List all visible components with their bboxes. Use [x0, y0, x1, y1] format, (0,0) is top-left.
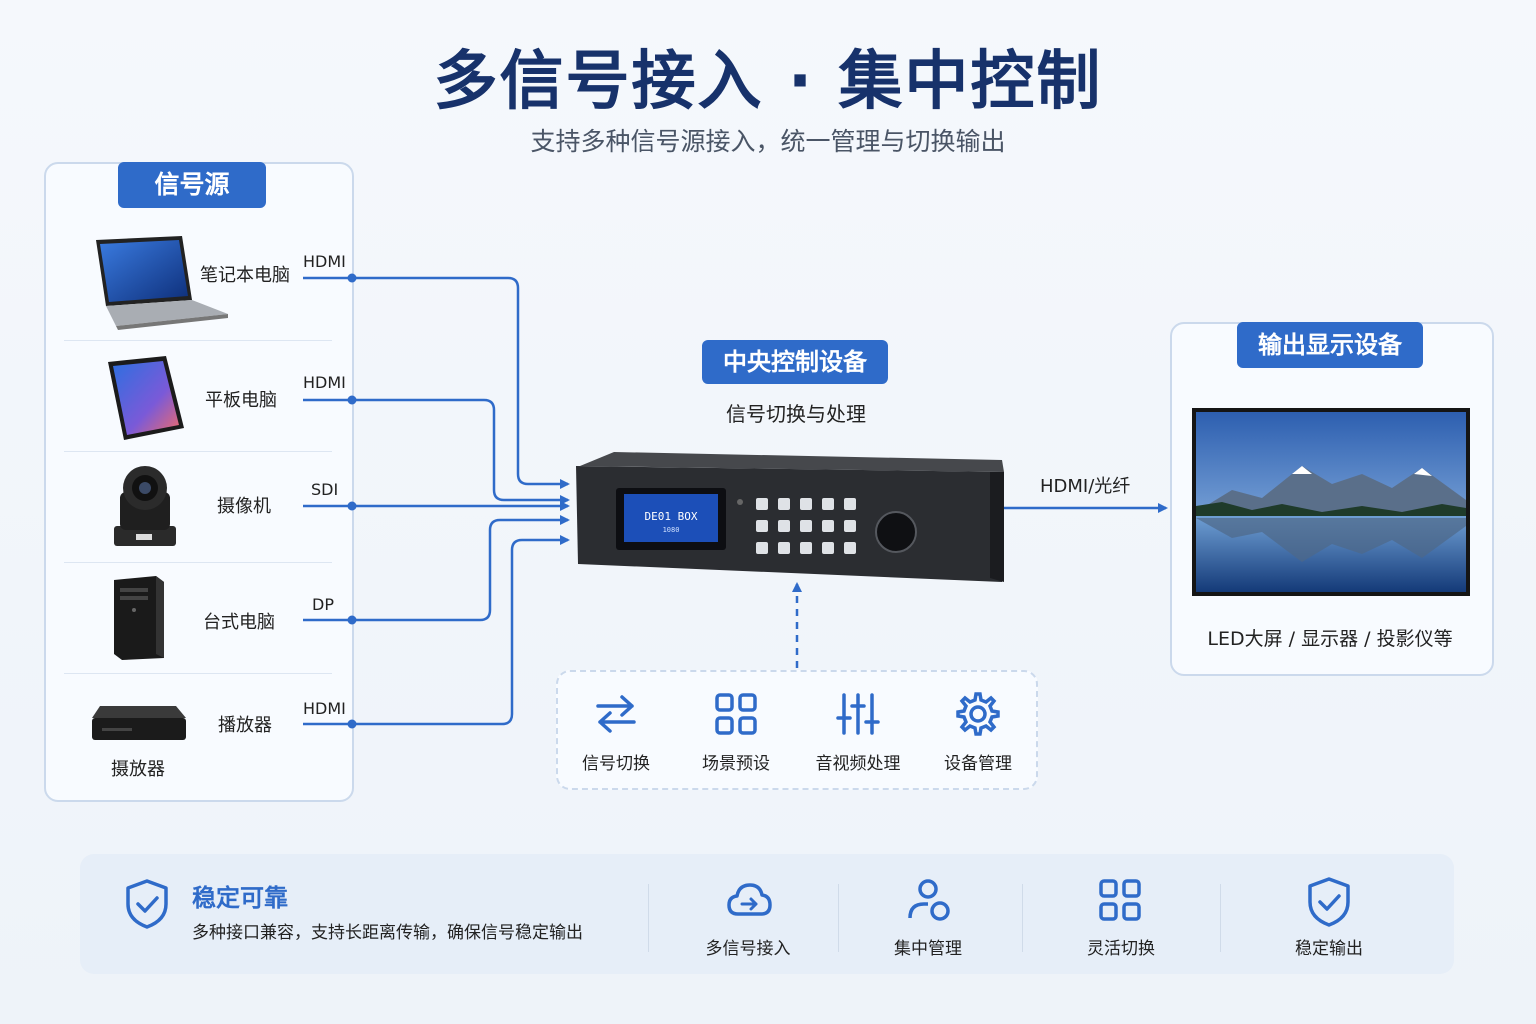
- device-screen-line1: DE01 BOX: [645, 510, 698, 523]
- shield-check-icon: [1308, 877, 1350, 927]
- feature-label-av: 音视频处理: [815, 754, 901, 774]
- feature-panel: [556, 670, 1038, 790]
- link-laptop: [303, 276, 570, 489]
- link-tablet: [303, 398, 570, 505]
- port-dot: [347, 615, 357, 625]
- cloud-signal-icon: [727, 883, 772, 916]
- device-keypad: [756, 498, 856, 554]
- bottom-main-title: 稳定可靠: [192, 884, 288, 912]
- center-subtitle: 信号切换与处理: [726, 402, 866, 426]
- bottom-main-desc: 多种接口兼容，支持长距离传输，确保信号稳定输出: [192, 923, 583, 943]
- output-caption: LED大屏 / 显示器 / 投影仪等: [1207, 628, 1453, 650]
- feature-label-scene: 场景预设: [702, 754, 770, 774]
- feature-label-switch: 信号切换: [582, 754, 650, 774]
- divider: [648, 884, 649, 952]
- feature-label-device: 设备管理: [944, 754, 1012, 774]
- link-desktop: [303, 515, 570, 622]
- camera-icon: [114, 466, 176, 546]
- bottom-label-multi-signal: 多信号接入: [705, 939, 791, 959]
- divider: [838, 884, 839, 952]
- source-name-laptop: 笔记本电脑: [200, 265, 290, 286]
- divider: [64, 562, 332, 563]
- divider: [1220, 884, 1221, 952]
- source-name-camera: 摄像机: [217, 496, 271, 517]
- page-title: 多信号接入 · 集中控制: [433, 45, 1103, 119]
- port-dot: [347, 273, 357, 283]
- bottom-label-stable-output: 稳定输出: [1295, 939, 1363, 959]
- grid-icon: [715, 693, 757, 735]
- divider: [64, 451, 332, 452]
- sources-panel: [44, 162, 354, 802]
- bottom-label-central-mgmt: 集中管理: [894, 939, 962, 959]
- switch-arrows-icon: [596, 695, 636, 733]
- display-screen: [1192, 408, 1470, 596]
- users-icon: [908, 879, 950, 921]
- divider: [64, 340, 332, 341]
- source-name-player: 播放器: [218, 715, 272, 736]
- output-tab: 输出显示设备: [1237, 322, 1423, 368]
- source-name-desktop: 台式电脑: [203, 612, 275, 633]
- port-label-desktop: DP: [312, 595, 334, 614]
- media-player-icon: [92, 706, 186, 740]
- device-knob: [875, 511, 917, 553]
- laptop-icon: [96, 236, 228, 330]
- port-label-camera: SDI: [311, 480, 339, 499]
- port-label-tablet: HDMI: [303, 373, 346, 392]
- source-name-tablet: 平板电脑: [205, 390, 277, 411]
- center-tab: 中央控制设备: [702, 340, 888, 384]
- port-dot: [347, 719, 357, 729]
- divider: [64, 673, 332, 674]
- sources-tab: 信号源: [118, 162, 266, 208]
- port-label-laptop: HDMI: [303, 252, 346, 271]
- tablet-icon: [108, 356, 184, 440]
- device-screen-line2: 1080: [663, 526, 680, 534]
- sliders-icon: [836, 693, 880, 735]
- output-link-label: HDMI/光纤: [1040, 476, 1131, 497]
- shield-check-icon: [126, 879, 168, 929]
- port-dot: [347, 501, 357, 511]
- port-dot: [347, 395, 357, 405]
- source-caption-player: 摄放器: [111, 759, 165, 780]
- central-control-device: DE01 BOX 1080: [576, 452, 1004, 582]
- gear-icon: [956, 692, 1000, 736]
- divider: [1022, 884, 1023, 952]
- page-subtitle: 支持多种信号源接入，统一管理与切换输出: [530, 127, 1006, 156]
- desktop-tower-icon: [114, 576, 164, 660]
- bottom-label-flexible-switch: 灵活切换: [1087, 939, 1155, 959]
- port-label-player: HDMI: [303, 699, 346, 718]
- link-player: [303, 535, 570, 726]
- grid-icon: [1099, 879, 1141, 921]
